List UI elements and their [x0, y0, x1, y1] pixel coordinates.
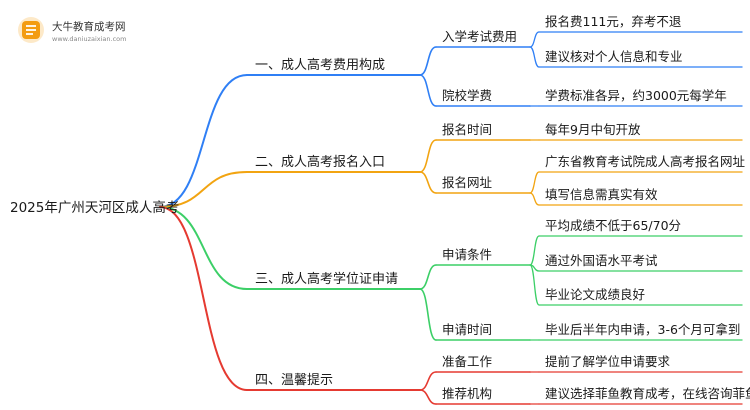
branch-label: 四、温馨提示 — [255, 372, 333, 388]
subtopic-label: 申请条件 — [442, 247, 492, 262]
leaf-label: 建议核对个人信息和专业 — [545, 49, 683, 64]
leaf-label: 毕业后半年内申请，3-6个月可拿到 — [545, 322, 740, 337]
root-to-branch-line — [159, 74, 248, 208]
leaf-label: 报名费111元，弃考不退 — [545, 14, 682, 29]
subtopic-to-leaf-line — [529, 192, 540, 206]
leaf-label: 提前了解学位申请要求 — [545, 354, 671, 369]
branch-to-subtopic-line — [419, 371, 437, 391]
logo-url: www.daniuzaixian.com — [52, 35, 126, 43]
leaf-label: 平均成绩不低于65/70分 — [545, 218, 681, 233]
brand-logo: 大牛教育成考网 www.daniuzaixian.com — [18, 17, 126, 43]
branch-to-subtopic-line — [419, 389, 437, 405]
subtopic-label: 院校学费 — [442, 88, 492, 103]
leaf-label: 广东省教育考试院成人高考报名网址 — [545, 154, 746, 169]
branch-to-subtopic-line — [419, 139, 437, 173]
root-to-branch-line — [159, 171, 248, 208]
branch-to-subtopic-line — [419, 264, 437, 290]
leaf-label: 学费标准各异，约3000元每学年 — [545, 88, 727, 103]
subtopic-label: 推荐机构 — [442, 386, 492, 401]
root-to-branch-line — [159, 206, 248, 391]
mindmap-nodes: 2025年广州天河区成人高考 一、成人高考费用构成 入学考试费用 报名费111元，弃考… — [10, 14, 750, 401]
branch-label: 一、成人高考费用构成 — [255, 57, 385, 73]
root-to-branch-line — [159, 206, 248, 290]
leaf-label: 建议选择菲鱼教育成考，在线咨询菲鱼老师 — [545, 386, 750, 401]
leaf-label: 毕业论文成绩良好 — [545, 287, 645, 302]
subtopic-to-leaf-line — [529, 264, 540, 306]
subtopic-to-leaf-line — [529, 46, 540, 68]
branch-label: 三、成人高考学位证申请 — [255, 271, 398, 287]
leaf-label: 每年9月中旬开放 — [545, 122, 641, 137]
branch-to-subtopic-line — [419, 74, 437, 107]
logo-title: 大牛教育成考网 — [52, 20, 126, 33]
branch-to-subtopic-line — [419, 171, 437, 194]
subtopic-label: 入学考试费用 — [442, 29, 517, 44]
branch-to-subtopic-line — [419, 288, 437, 341]
book-icon — [26, 25, 36, 35]
subtopic-to-leaf-line — [529, 171, 540, 194]
branch-to-subtopic-line — [419, 46, 437, 76]
subtopic-to-leaf-line — [529, 235, 540, 266]
subtopic-label: 报名时间 — [442, 122, 492, 137]
connector-lines — [159, 31, 743, 405]
subtopic-to-leaf-line — [529, 31, 540, 48]
leaf-label: 通过外国语水平考试 — [545, 253, 658, 268]
subtopic-label: 报名网址 — [442, 175, 493, 190]
root-topic: 2025年广州天河区成人高考 — [10, 199, 179, 216]
branch-label: 二、成人高考报名入口 — [255, 154, 385, 170]
leaf-label: 填写信息需真实有效 — [545, 187, 658, 202]
subtopic-label: 准备工作 — [442, 354, 493, 369]
subtopic-label: 申请时间 — [442, 322, 492, 337]
